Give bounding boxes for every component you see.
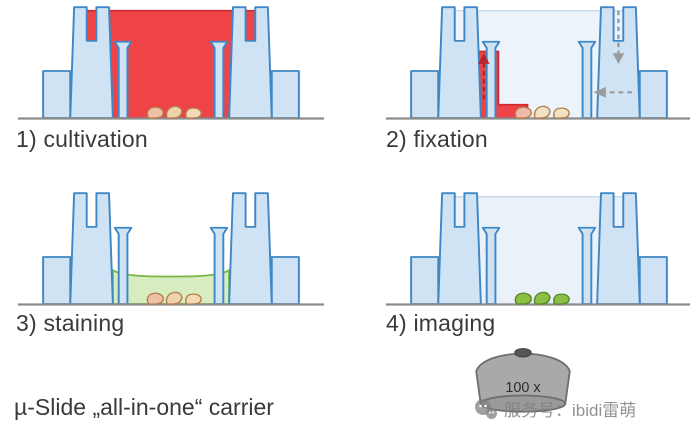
figure-caption: µ-Slide „all-in-one“ carrier	[14, 394, 274, 420]
objective-lens-nub	[514, 348, 532, 358]
fixative-up-arrow-icon	[477, 53, 490, 100]
staining-diagram	[16, 192, 326, 306]
fixation-diagram	[384, 6, 690, 120]
magnification-label: 100 x	[505, 380, 541, 396]
watermark-logo-icon	[475, 398, 497, 419]
objective-body	[475, 352, 571, 405]
flow-down-arrow-icon	[612, 10, 625, 64]
organoid-cells	[514, 105, 570, 119]
organoid-cells	[146, 291, 202, 305]
stained-organoid-cells	[514, 291, 570, 305]
watermark-text: 服务号：ibidi雷萌	[504, 401, 637, 420]
cultivation-diagram	[16, 6, 326, 120]
flow-left-arrow-icon	[593, 86, 632, 98]
imaging-diagram	[384, 192, 690, 306]
organoid-cells	[146, 105, 202, 119]
label-cultivation: 1) cultivation	[16, 126, 148, 152]
objective-lens: 100 x	[475, 348, 571, 413]
label-fixation: 2) fixation	[386, 126, 488, 152]
watermark: 服务号：ibidi雷萌	[474, 396, 636, 421]
label-imaging: 4) imaging	[386, 310, 496, 336]
label-staining: 3) staining	[16, 310, 125, 336]
